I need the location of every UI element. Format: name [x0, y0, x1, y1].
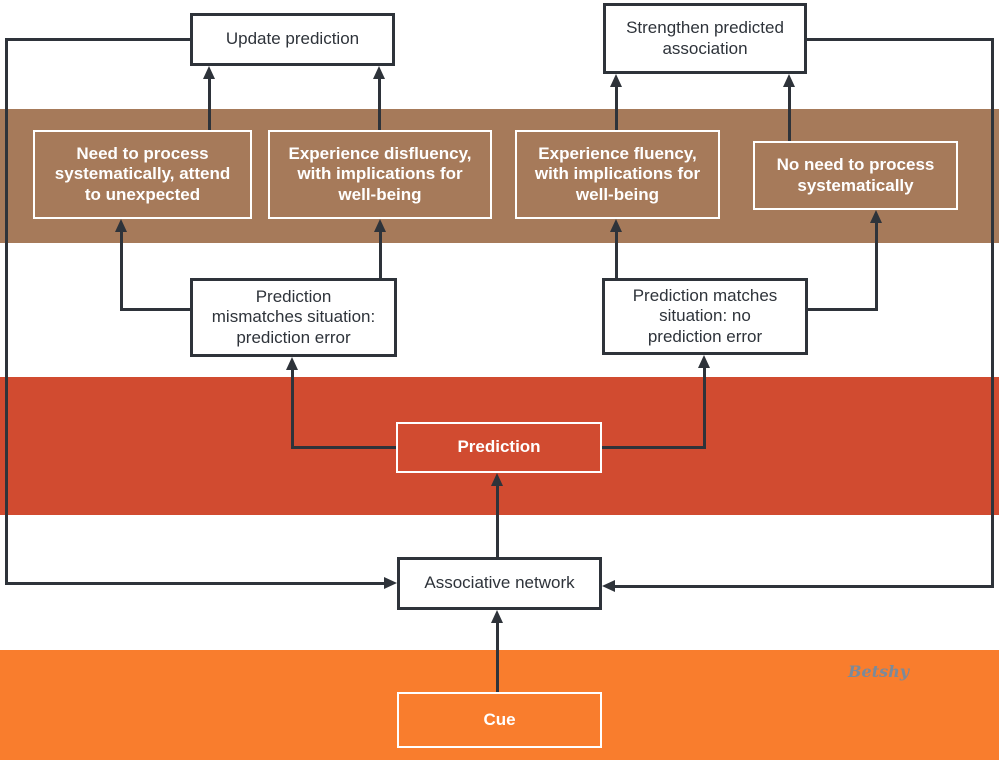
arrowhead-cue-to-associative-icon	[491, 610, 503, 623]
arrowhead-associative-to-prediction-icon	[491, 473, 503, 486]
update-prediction-box: Update prediction	[190, 13, 395, 66]
connector-prediction-to-match-h	[602, 446, 706, 449]
disfluency-box: Experience disfluency, with implications…	[268, 130, 492, 219]
connector-match-to-noneed-v	[875, 223, 878, 311]
arrowhead-fluency-to-strengthen-icon	[610, 74, 622, 87]
connector-strengthen-feedback-top	[807, 38, 994, 41]
need-process-label: Need to process systematically, attend t…	[54, 144, 231, 204]
arrowhead-need-to-update-icon	[203, 66, 215, 79]
mismatch-label: Prediction mismatches situation: predict…	[211, 287, 376, 347]
arrowhead-match-to-noneed-icon	[870, 210, 882, 223]
mismatch-box: Prediction mismatches situation: predict…	[190, 278, 397, 357]
cue-label: Cue	[483, 709, 516, 729]
connector-mismatch-to-need-v	[120, 232, 123, 311]
no-need-process-label: No need to process systematically	[776, 155, 935, 195]
connector-disfluency-to-update	[378, 79, 381, 130]
need-process-box: Need to process systematically, attend t…	[33, 130, 252, 219]
connector-noneed-to-strengthen	[788, 87, 791, 141]
arrowhead-match-to-fluency-icon	[610, 219, 622, 232]
associative-network-box: Associative network	[397, 557, 602, 610]
arrowhead-prediction-to-match-icon	[698, 355, 710, 368]
watermark-signature: Betshy	[848, 662, 910, 681]
arrowhead-noneed-to-strengthen-icon	[783, 74, 795, 87]
connector-match-to-noneed-h	[806, 308, 878, 311]
update-prediction-label: Update prediction	[225, 29, 360, 49]
connector-update-feedback-top	[5, 38, 190, 41]
strengthen-association-box: Strengthen predicted association	[603, 3, 807, 74]
arrowhead-into-associative-left-icon	[384, 577, 397, 589]
arrowhead-prediction-to-mismatch-icon	[286, 357, 298, 370]
connector-fluency-to-strengthen	[615, 87, 618, 130]
match-box: Prediction matches situation: no predict…	[602, 278, 808, 355]
no-need-process-box: No need to process systematically	[753, 141, 958, 210]
connector-update-feedback-bottom	[5, 582, 385, 585]
band-red	[0, 377, 999, 515]
connector-strengthen-feedback-side	[991, 38, 994, 588]
connector-strengthen-feedback-bottom	[615, 585, 994, 588]
arrowhead-into-associative-right-icon	[602, 580, 615, 592]
fluency-label: Experience fluency, with implications fo…	[534, 144, 701, 204]
connector-need-to-update	[208, 79, 211, 130]
strengthen-association-label: Strengthen predicted association	[626, 18, 784, 58]
prediction-label: Prediction	[457, 437, 541, 457]
arrowhead-mismatch-to-need-icon	[115, 219, 127, 232]
connector-match-to-fluency	[615, 232, 618, 278]
associative-network-label: Associative network	[424, 573, 575, 593]
disfluency-label: Experience disfluency, with implications…	[288, 144, 472, 204]
connector-prediction-to-mismatch-h	[291, 446, 396, 449]
arrowhead-mismatch-to-disfluency-icon	[374, 219, 386, 232]
prediction-box: Prediction	[396, 422, 602, 473]
connector-mismatch-to-need-h	[120, 308, 192, 311]
connector-update-feedback-side	[5, 38, 8, 585]
cue-box: Cue	[397, 692, 602, 748]
connector-mismatch-to-disfluency	[379, 232, 382, 278]
band-orange	[0, 650, 999, 760]
match-label: Prediction matches situation: no predict…	[632, 286, 778, 346]
connector-associative-to-prediction	[496, 486, 499, 557]
connector-prediction-to-mismatch-v	[291, 370, 294, 449]
connector-cue-to-associative	[496, 623, 499, 692]
arrowhead-disfluency-to-update-icon	[373, 66, 385, 79]
connector-prediction-to-match-v	[703, 368, 706, 449]
fluency-box: Experience fluency, with implications fo…	[515, 130, 720, 219]
